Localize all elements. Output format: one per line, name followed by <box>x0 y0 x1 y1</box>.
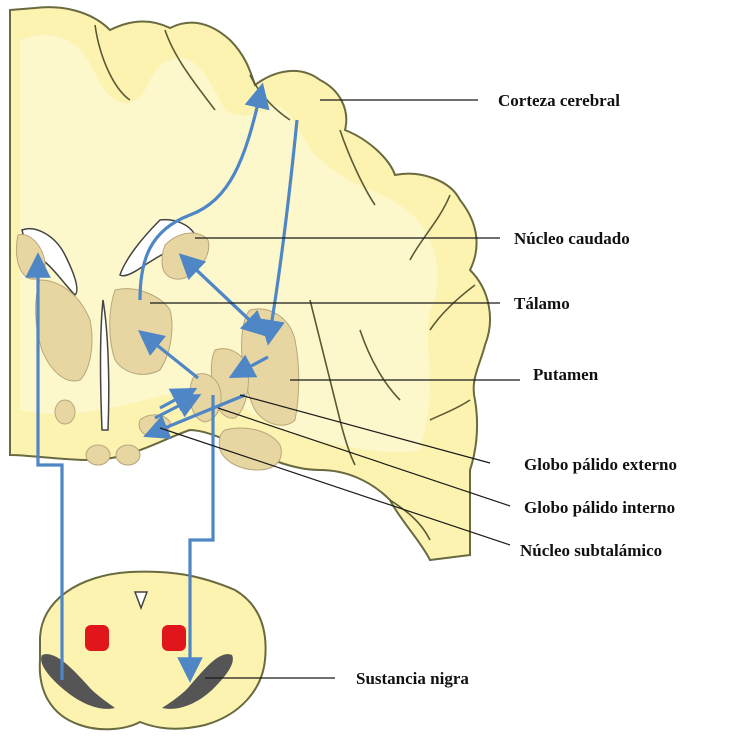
mammillary-body-right <box>116 445 140 465</box>
label-nucleo-subtalamico: Núcleo subtalámico <box>520 541 662 560</box>
label-globo-palido-externo: Globo pálido externo <box>524 455 677 474</box>
label-putamen: Putamen <box>533 365 599 384</box>
red-nucleus-left <box>85 625 109 651</box>
label-talamo: Tálamo <box>514 294 570 313</box>
midbrain-outline <box>40 572 266 730</box>
label-sustancia-nigra: Sustancia nigra <box>356 669 469 688</box>
small-nucleus-left <box>55 400 75 424</box>
label-nucleo-caudado: Núcleo caudado <box>514 229 630 248</box>
mammillary-body-left <box>86 445 110 465</box>
midbrain-section <box>40 572 266 730</box>
label-globo-palido-interno: Globo pálido interno <box>524 498 675 517</box>
label-corteza-cerebral: Corteza cerebral <box>498 91 620 110</box>
red-nucleus-right <box>162 625 186 651</box>
coronal-brain-section <box>10 7 490 560</box>
thalamus-right <box>110 289 172 375</box>
